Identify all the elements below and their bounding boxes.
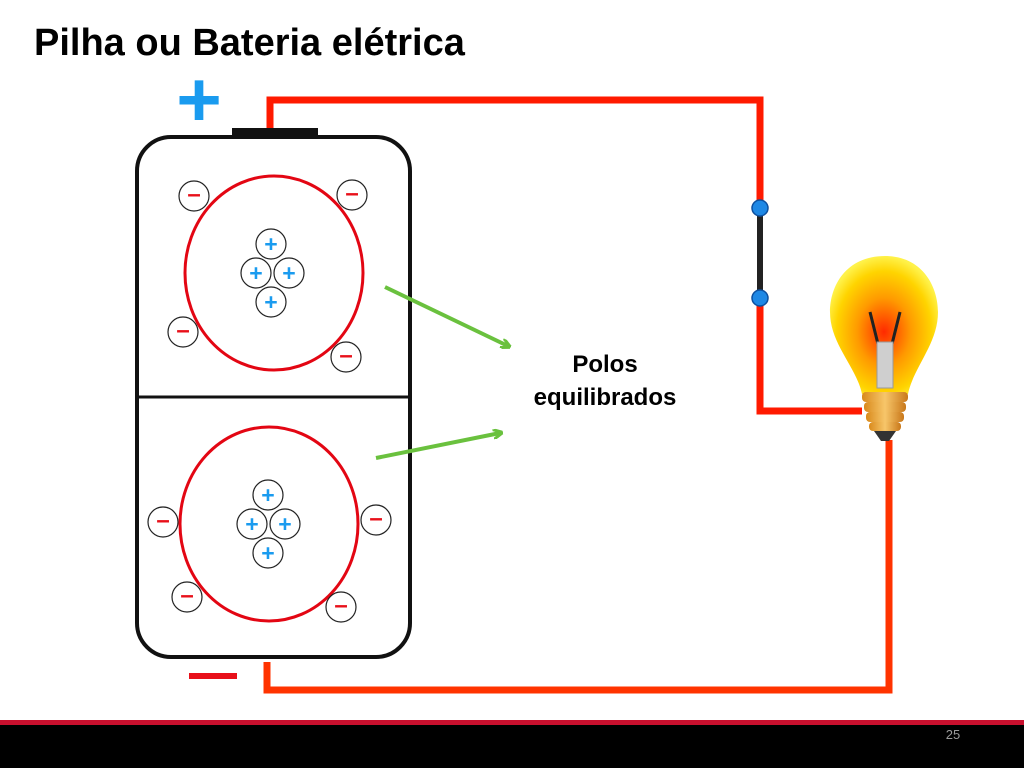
- label-line-2: equilibrados: [533, 384, 677, 411]
- upper-proton-positive-charge: +: [273, 257, 305, 289]
- minus-sign: –: [339, 342, 352, 369]
- circuit-wires: [263, 96, 893, 694]
- upper-electron-negative-charge: –: [336, 179, 368, 211]
- wire-right: [756, 298, 862, 415]
- plus-sign: +: [245, 511, 258, 537]
- upper-proton-positive-charge: +: [255, 228, 287, 260]
- upper-atom-orbit: [183, 174, 365, 372]
- upper-electron-negative-charge: –: [167, 316, 199, 348]
- lower-electron-negative-charge: –: [360, 504, 392, 536]
- lower-cell: [178, 425, 360, 623]
- minus-sign: –: [334, 592, 347, 619]
- plus-sign: +: [278, 511, 291, 537]
- lower-proton-positive-charge: +: [252, 537, 284, 569]
- wire-bottom: [263, 440, 893, 694]
- minus-sign: –: [369, 505, 382, 532]
- plus-sign: +: [261, 540, 274, 566]
- lower-atom-orbit: [178, 425, 360, 623]
- battery-circuit-diagram: + ++++––––++++––––: [135, 55, 938, 694]
- lower-proton-positive-charge: +: [236, 508, 268, 540]
- arrows: [375, 285, 508, 460]
- plus-sign: +: [264, 231, 277, 257]
- switch: [751, 199, 769, 307]
- switch-node-bottom: [751, 289, 769, 307]
- battery: [135, 128, 412, 659]
- switch-node-top: [751, 199, 769, 217]
- lower-electron-negative-charge: –: [171, 581, 203, 613]
- lower-proton-positive-charge: +: [252, 479, 284, 511]
- upper-electron-negative-charge: –: [330, 341, 362, 373]
- minus-sign: –: [187, 181, 200, 208]
- upper-proton-positive-charge: +: [240, 257, 272, 289]
- minus-sign: –: [156, 507, 169, 534]
- upper-electron-negative-charge: –: [178, 180, 210, 212]
- plus-sign: +: [264, 289, 277, 315]
- lower-electron-negative-charge: –: [147, 506, 179, 538]
- minus-sign: –: [176, 317, 189, 344]
- positive-terminal-sign: +: [176, 55, 222, 143]
- plus-sign: +: [261, 482, 274, 508]
- balanced-poles-label: Polos equilibrados: [490, 348, 720, 414]
- footer-black-band: [0, 725, 1024, 768]
- charges: ++++––––++++––––: [147, 179, 392, 623]
- plus-sign: +: [282, 260, 295, 286]
- lower-electron-negative-charge: –: [325, 591, 357, 623]
- page-number: 25: [945, 727, 961, 742]
- label-line-1: Polos: [572, 351, 638, 378]
- battery-terminal: [232, 128, 318, 136]
- arrow-lower: [375, 433, 500, 460]
- minus-sign: –: [345, 180, 358, 207]
- wire-top: [266, 96, 764, 208]
- arrow-upper: [384, 285, 508, 346]
- lower-proton-positive-charge: +: [269, 508, 301, 540]
- minus-sign: –: [180, 582, 193, 609]
- upper-proton-positive-charge: +: [255, 286, 287, 318]
- slide-title: Pilha ou Bateria elétrica: [34, 22, 465, 64]
- light-bulb-icon: [830, 256, 938, 441]
- upper-cell: [183, 174, 365, 372]
- footer-red-band: [0, 720, 1024, 725]
- plus-sign: +: [249, 260, 262, 286]
- negative-terminal-sign: [189, 673, 237, 679]
